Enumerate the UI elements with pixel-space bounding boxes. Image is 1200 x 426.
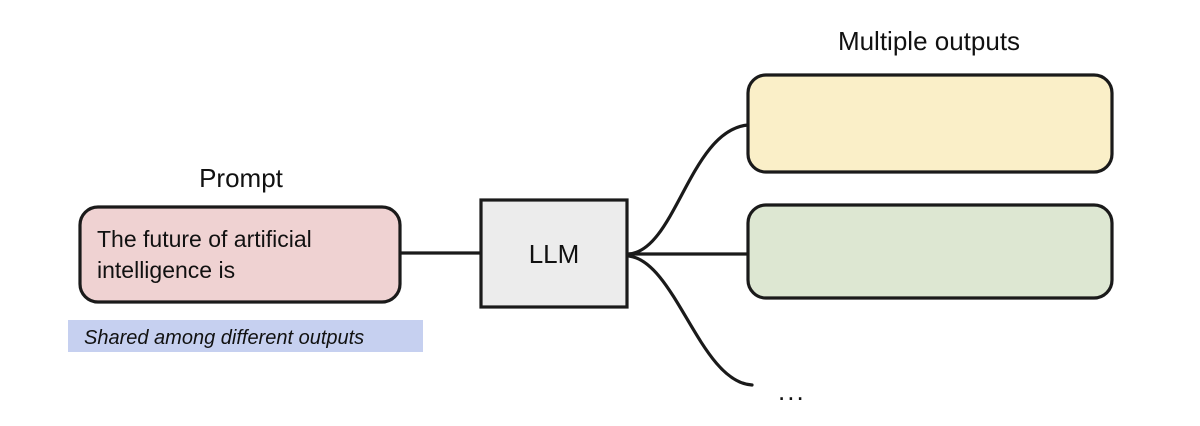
prompt-box-line-1: The future of artificial xyxy=(97,226,312,252)
output-box-2[interactable] xyxy=(746,203,1114,300)
prompt-box-line-2: intelligence is xyxy=(97,257,235,283)
connector-llm-to-more-outputs xyxy=(627,254,754,387)
prompt-heading: Prompt xyxy=(199,163,284,193)
prompt-box[interactable] xyxy=(78,205,402,304)
connector-llm-to-output-1 xyxy=(627,123,750,256)
more-outputs-ellipsis: ... xyxy=(778,376,806,406)
output-box-1[interactable] xyxy=(746,73,1114,174)
outputs-heading: Multiple outputs xyxy=(838,26,1020,56)
shared-note-label: Shared among different outputs xyxy=(84,327,364,349)
llm-box[interactable] xyxy=(479,198,629,309)
shared-note-background xyxy=(68,320,423,352)
llm-box-label: LLM xyxy=(529,239,580,269)
